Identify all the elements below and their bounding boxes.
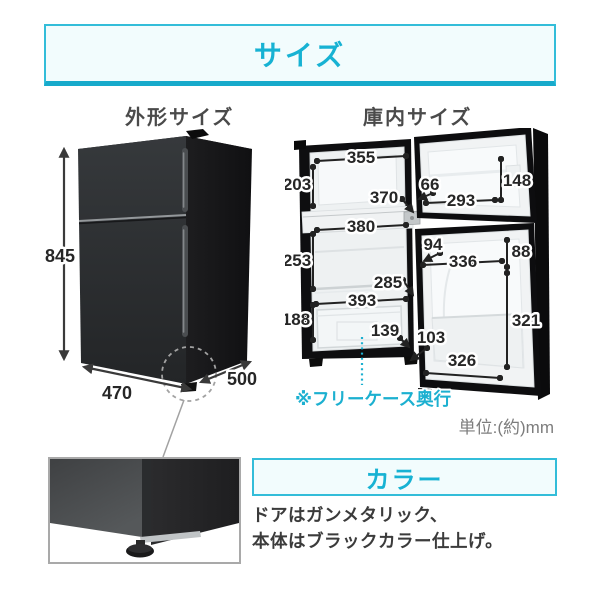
fridge-height-upper-label: 253 [285, 251, 311, 270]
closeup-adjustable-foot [126, 540, 154, 558]
fridge-exterior-body [78, 129, 252, 392]
interior-size-heading: 庫内サイズ [363, 107, 473, 129]
exterior-width-arrow [81, 363, 193, 393]
freezer-door-depth-label: 66 [421, 175, 440, 194]
color-description: ドアはガンメタリック、 本体はブラックカラー仕上げ。 [252, 502, 572, 554]
freezer-width-label: 355 [347, 148, 375, 167]
freezer-door-height-label: 148 [503, 171, 531, 190]
color-section-banner: カラー [252, 458, 557, 496]
exterior-height-label: 845 [45, 246, 75, 266]
freezer-door-width-label: 293 [447, 191, 475, 210]
exterior-depth-label: 500 [227, 369, 257, 389]
fridge-door-depth-upper-label: 94 [424, 235, 443, 254]
free-case-depth-label: 139 [371, 321, 399, 340]
closeup-door-edge [142, 459, 151, 541]
freezer-depth-label: 370 [370, 188, 398, 207]
fridge-door-depth-lower-label: 103 [417, 328, 445, 347]
color-description-line2: 本体はブラックカラー仕上げ。 [252, 531, 504, 551]
fridge-interior-diagram: 355 203 370 66 293 148 380 253 285 393 1… [285, 128, 554, 437]
size-section-title: サイズ [253, 39, 347, 71]
fridge-door-width-lower-label: 326 [448, 351, 476, 370]
fridge-width-upper-label: 380 [347, 217, 375, 236]
fridge-width-lower-label: 393 [348, 291, 376, 310]
exterior-width-label: 470 [102, 383, 132, 403]
unit-note: 単位:(約)mm [459, 418, 554, 437]
freezer-height-label: 203 [285, 175, 311, 194]
interior-dimension-lines [309, 152, 511, 382]
fridge-door-width-upper-label: 336 [449, 252, 477, 271]
size-section-banner: サイズ [44, 24, 556, 86]
closeup-pointer-line [162, 399, 185, 458]
foot-closeup-illustration [50, 459, 239, 558]
exterior-depth-arrow [198, 360, 253, 384]
color-description-line1: ドアはガンメタリック、 [252, 505, 448, 525]
closeup-base-plate [140, 531, 201, 543]
fridge-height-lower-label: 188 [285, 310, 310, 329]
fridge-exterior-illustration: 845 470 500 [42, 129, 260, 458]
fridge-door-height-lower-label: 321 [512, 311, 540, 330]
exterior-size-heading: 外形サイズ [125, 107, 235, 129]
closeup-door-face [50, 459, 142, 537]
fridge-door-height-upper-label: 88 [512, 242, 531, 261]
free-case-note: ※フリーケース奥行 [295, 389, 452, 409]
fridge-shelf-depth-label: 285 [374, 273, 402, 292]
closeup-body-side [151, 459, 239, 545]
foot-closeup-photo [48, 457, 241, 564]
color-section-title: カラー [365, 466, 444, 494]
